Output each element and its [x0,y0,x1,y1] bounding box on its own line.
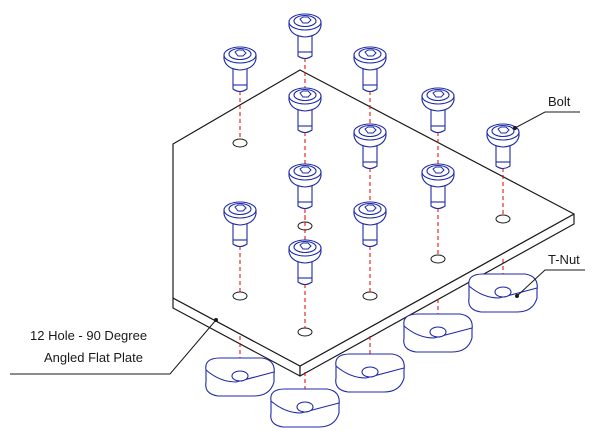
bolt-group [223,13,520,286]
bolt-shank [430,183,446,210]
bolt-shank [362,66,378,93]
bolt-leader-dot [513,126,517,130]
bolt-shank [495,143,511,170]
bolt-leader [514,111,580,129]
bolt [223,46,257,93]
bolt-shank [362,143,378,170]
plate-hole [297,327,313,337]
plate-leader-dot [214,318,218,322]
tnut [403,313,473,353]
plate-hole [362,291,378,301]
tnut-hole [361,366,379,378]
bolt [421,163,455,210]
tnut-label: T-Nut [548,252,580,267]
tnut-leader-dot [515,294,519,298]
tnut-hole [429,326,447,338]
plate-hole [495,214,511,224]
bolt-socket [299,16,312,24]
bolt-socket [234,204,247,212]
bolt-shank [297,259,313,286]
bolt-socket [299,166,312,174]
plate-leader [10,319,217,375]
bolt-shank [430,107,446,134]
bolt [353,123,387,170]
bolt-shank [232,221,248,248]
tnut-hole [494,286,512,298]
tnut-hole [231,370,249,382]
bolt [288,87,322,134]
tnut-group [205,273,538,428]
bolt-socket [497,126,510,134]
tnut [205,357,275,397]
bolt-socket [364,204,377,212]
bolt-shank [232,66,248,93]
plate-hole [232,138,248,148]
bolt-socket [299,242,312,250]
bolt-socket [364,49,377,57]
bolt-socket [299,90,312,98]
bolt-shank [362,221,378,248]
tnut [270,388,340,428]
plate-hole [430,254,446,264]
bolt-socket [364,126,377,134]
bolt [353,46,387,93]
bolt [223,201,257,248]
bolt-shank [297,183,313,210]
bolt [288,13,322,60]
bolt-socket [432,166,445,174]
bolt-shank [297,33,313,60]
tnut-hole [296,401,314,413]
bolt [288,239,322,286]
tnut [468,273,538,313]
bolt-socket [432,90,445,98]
bolt [288,163,322,210]
bolt [486,123,520,170]
plate-hole [232,291,248,301]
bolt-socket [234,49,247,57]
tnut-leader [516,269,585,297]
plate-label-line1: 12 Hole - 90 Degree [30,328,147,343]
bolt [421,87,455,134]
tnut [335,353,405,393]
bolt-label: Bolt [548,94,571,109]
bolt-shank [297,107,313,134]
bolt [353,201,387,248]
plate-label-line2: Angled Flat Plate [44,350,143,365]
